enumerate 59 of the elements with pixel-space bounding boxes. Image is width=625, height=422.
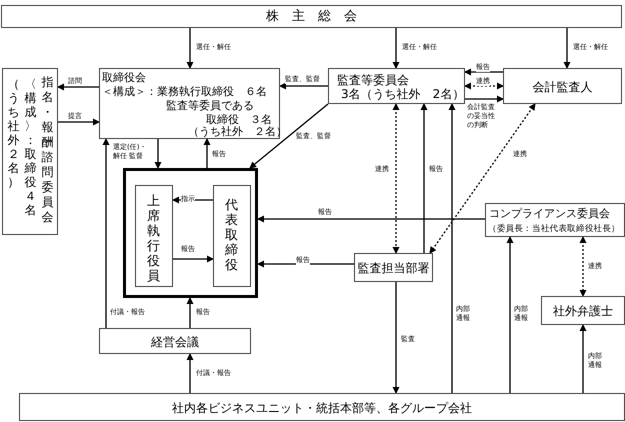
arrow [249, 104, 328, 169]
node-text: 社外弁護士 [552, 304, 614, 318]
arrow [102, 138, 110, 328]
arrow [564, 28, 570, 69]
director-box [213, 185, 251, 287]
arrow [506, 236, 514, 393]
auditor-box [503, 68, 622, 104]
board-box [99, 68, 280, 139]
node-text: 社内各ビジネスユニット・統括本部等、各グループ会社 [171, 401, 473, 415]
arrow [465, 96, 504, 102]
node-text: （うち社外 ２名） [188, 125, 287, 139]
node-text: 監査担当部署 [356, 261, 430, 275]
arrow [186, 353, 194, 393]
node-text: 代表取締役 [225, 198, 239, 273]
arrow [420, 103, 428, 253]
node-text: 3名（うち社外 2名） [341, 87, 464, 101]
meeting-box [99, 328, 251, 354]
node-text: 会計監査人 [532, 80, 594, 94]
arrow [58, 118, 100, 126]
dotted-arrow [392, 103, 400, 254]
arrow [392, 28, 400, 69]
arrow [257, 260, 354, 268]
dotted-arrow [429, 103, 536, 254]
arrow [173, 256, 214, 262]
node-text: コンプライアンス委員会 [489, 207, 610, 221]
node-text: （うち社外２名） [6, 77, 20, 189]
group-frame [123, 168, 258, 298]
arrow [204, 138, 210, 168]
committee-box [2, 68, 58, 235]
arrow [448, 103, 456, 393]
committee-box [328, 68, 465, 104]
node-text: 監査等委員である [166, 99, 254, 113]
arrow [464, 68, 503, 76]
arrow [279, 82, 328, 90]
department-box [354, 253, 433, 282]
dotted-arrow [464, 82, 504, 90]
node-text: 株 主 総 会 [265, 10, 358, 24]
node-text: 取締役会 [102, 71, 146, 85]
organization-box [19, 393, 625, 421]
node-text: ＜構成＞：業務執行取締役 ６名 [102, 85, 267, 99]
node-text: 監査等委員会 [337, 73, 409, 87]
arrow [257, 216, 485, 222]
node-text: 経営会議 [150, 335, 200, 349]
officer-box [135, 185, 173, 287]
arrow [186, 28, 194, 69]
node-text: （委員長：当社代表取締役社長） [488, 222, 620, 236]
meeting-box [1, 5, 622, 28]
lawyer-box [541, 296, 625, 325]
arrow [154, 139, 162, 169]
arrow [186, 297, 194, 328]
node-text: 上席執行役員 [147, 194, 161, 284]
arrow [392, 282, 400, 394]
committee-box [485, 203, 625, 237]
node-text: 取締役 ３名 [206, 113, 272, 126]
arrow [580, 324, 586, 393]
arrow [57, 84, 99, 90]
node-text: 指名・報酬諮問委員会 [40, 75, 54, 225]
node-text: 〈構成〉：取締役４名 [24, 77, 38, 217]
dotted-arrow [580, 236, 586, 297]
